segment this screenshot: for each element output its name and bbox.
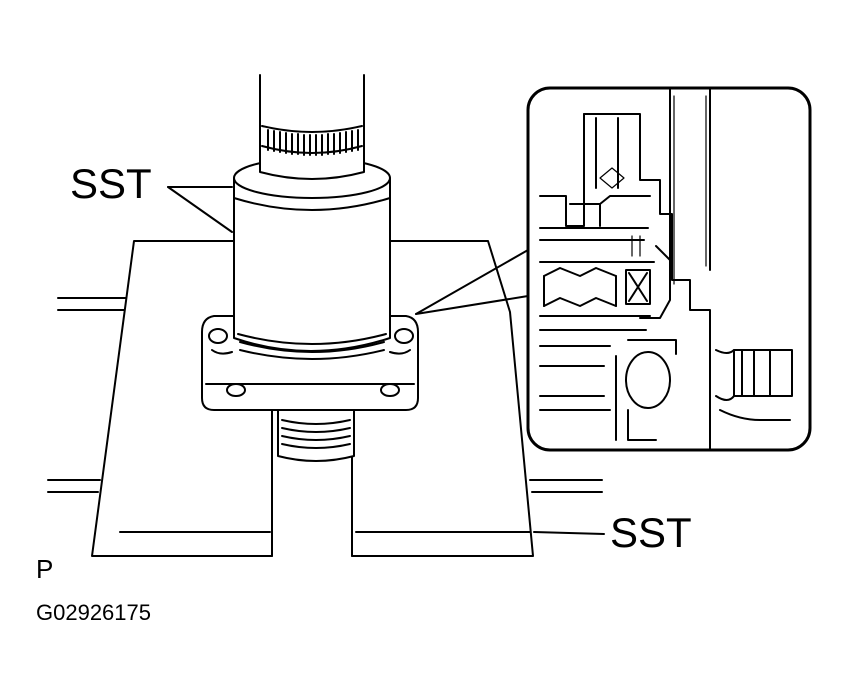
- figure-code: G02926175: [36, 600, 151, 625]
- view-marker: P: [36, 554, 54, 584]
- press-tool-cylinder: [233, 157, 391, 360]
- sst-label-right: SST: [610, 509, 692, 556]
- press-ram: [259, 74, 365, 180]
- detail-inset: [526, 86, 812, 452]
- support-rails: [47, 297, 603, 493]
- leader-lines: [167, 186, 605, 535]
- axle-shaft: [277, 397, 355, 462]
- sst-label-top: SST: [70, 160, 152, 207]
